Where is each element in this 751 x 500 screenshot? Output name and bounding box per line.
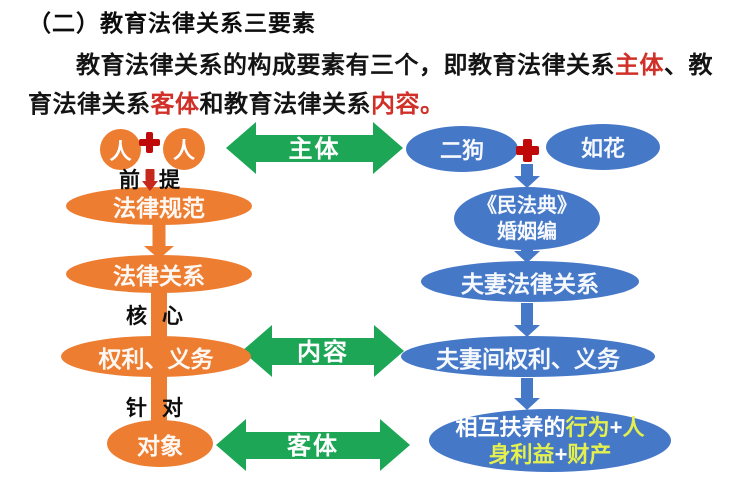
node-civil-code: 《民法典》 婚姻编 <box>454 187 600 250</box>
node-label: 二狗 <box>439 138 484 163</box>
arrow-bar <box>272 337 374 365</box>
arrowhead-left-icon <box>216 419 246 471</box>
highlight-subject: 主体 <box>615 52 664 79</box>
node-couple-relation: 夫妻法律关系 <box>421 261 639 302</box>
intro-text-4: 和教育法律关系 <box>199 91 371 118</box>
core-char-1: 核 <box>126 305 147 328</box>
object-arrow-label: 客体 <box>287 433 339 461</box>
intro-text-3: 育法律关系 <box>28 91 151 118</box>
intro-paragraph: 教育法律关系的构成要素有三个，即教育法律关系主体、教 育法律关系客体和教育法律关… <box>28 46 734 124</box>
core-char-2: 心 <box>162 305 183 328</box>
down-arrow-icon-blue <box>511 378 543 410</box>
target-char-1: 针 <box>126 397 147 420</box>
content-double-arrow: 内容 <box>242 325 404 377</box>
node-label: 法律规范 <box>113 195 205 221</box>
final-text-yellow: 身利益 <box>488 441 555 467</box>
down-arrow-icon-blue <box>511 303 543 337</box>
intro-line-1: 教育法律关系的构成要素有三个，即教育法律关系主体、教 <box>28 46 734 85</box>
subject-arrow-label: 主体 <box>288 136 341 164</box>
node-mutual-support: 相互扶养的行为+人 身利益+财产 <box>429 409 671 472</box>
connector-bar-target <box>151 375 167 425</box>
down-arrow-icon-blue <box>513 164 541 188</box>
object-double-arrow: 客体 <box>216 419 410 471</box>
intro-line-2: 育法律关系客体和教育法律关系内容。 <box>28 85 734 124</box>
civil-code-line-2: 婚姻编 <box>497 220 557 243</box>
node-person-ergou: 二狗 <box>406 126 518 172</box>
node-rights-obligations: 权利、义务 <box>61 336 251 377</box>
person-circle-label: 人 <box>109 138 132 164</box>
final-plus: + <box>609 414 623 440</box>
person-circle-left-1: 人 <box>100 129 141 170</box>
intro-text-1: 教育法律关系的构成要素有三个，即教育法律关系 <box>76 52 615 79</box>
mutual-support-line-1: 相互扶养的行为+人 <box>456 414 645 441</box>
core-label: 核 心 <box>126 300 183 330</box>
node-object: 对象 <box>107 420 213 467</box>
arrowhead-right-icon <box>380 419 410 471</box>
premise-char-1: 前 <box>119 169 140 192</box>
premise-label: 前 提 <box>119 164 180 194</box>
arrowhead-right-icon <box>373 122 403 174</box>
highlight-content: 内容。 <box>371 91 445 118</box>
person-circle-left-2: 人 <box>163 128 205 170</box>
target-char-2: 对 <box>162 397 183 420</box>
content-arrow-label: 内容 <box>297 339 349 367</box>
final-text-yellow: 人 <box>622 414 645 440</box>
premise-char-2: 提 <box>159 169 180 192</box>
node-label: 对象 <box>137 432 183 459</box>
node-person-ruhua: 如花 <box>546 124 660 170</box>
civil-code-line-1: 《民法典》 <box>477 194 577 217</box>
arrow-bar <box>246 431 380 459</box>
plus-icon-right <box>516 139 539 162</box>
arrowhead-left-icon <box>226 122 256 174</box>
person-circle-label: 人 <box>172 138 195 163</box>
node-label: 夫妻间权利、义务 <box>436 345 620 372</box>
highlight-object: 客体 <box>150 91 200 118</box>
node-label: 夫妻法律关系 <box>461 270 599 297</box>
final-text-yellow: 财产 <box>567 441 612 467</box>
final-text-white: 相互扶养的 <box>455 414 566 440</box>
plus-icon-left <box>139 132 160 153</box>
node-label: 权利、义务 <box>98 345 214 372</box>
final-plus: + <box>554 441 568 467</box>
final-text-yellow: 行为 <box>565 414 610 440</box>
target-label: 针 对 <box>126 392 183 422</box>
connector-bar-core <box>151 291 167 341</box>
arrow-bar <box>256 134 373 162</box>
subject-double-arrow: 主体 <box>226 122 403 174</box>
node-legal-relation: 法律关系 <box>66 255 252 293</box>
down-arrow-icon-orange <box>143 221 175 259</box>
node-couple-rights: 夫妻间权利、义务 <box>401 336 655 377</box>
red-down-arrow-icon <box>141 168 158 191</box>
node-legal-norm: 法律规范 <box>66 187 252 225</box>
arrowhead-right-icon <box>374 325 404 377</box>
node-label: 法律关系 <box>113 263 205 289</box>
mutual-support-line-2: 身利益+财产 <box>489 441 612 468</box>
intro-text-2: 、教 <box>664 52 713 79</box>
page-title: （二）教育法律关系三要素 <box>28 10 316 36</box>
node-label: 如花 <box>580 136 625 161</box>
